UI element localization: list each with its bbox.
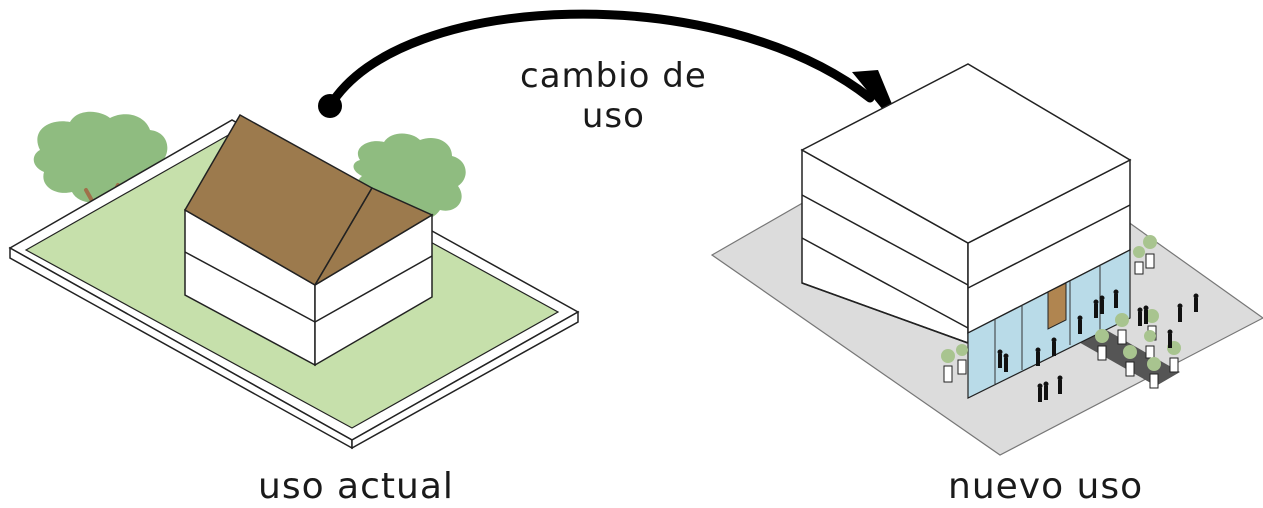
current-use-illustration (8, 111, 580, 450)
door (1047, 282, 1067, 330)
change-label-line-1: cambio de (520, 56, 707, 96)
change-label-line-2: uso (581, 96, 645, 136)
new-use-label: nuevo uso (948, 466, 1144, 507)
tree-icon (941, 235, 1181, 371)
person-icon (997, 289, 1199, 402)
house (183, 113, 434, 367)
change-of-use-label: cambio de uso (520, 56, 707, 136)
new-use-illustration (710, 63, 1263, 456)
building (800, 63, 1132, 399)
current-use-label: uso actual (258, 466, 454, 507)
